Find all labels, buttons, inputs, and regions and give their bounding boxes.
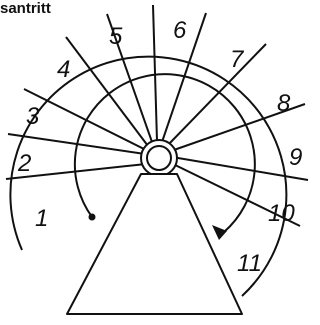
step-number: 3 bbox=[26, 103, 40, 130]
step-number: 1 bbox=[35, 205, 48, 232]
direction-arrowhead bbox=[212, 225, 227, 240]
step-number: 9 bbox=[289, 144, 302, 171]
step-number: 2 bbox=[17, 150, 31, 177]
tread-line bbox=[167, 44, 266, 146]
step-number: 6 bbox=[173, 17, 187, 44]
newel-post-inner bbox=[147, 146, 171, 170]
tread-line bbox=[172, 157, 308, 180]
start-dot bbox=[89, 214, 96, 221]
step-number: 10 bbox=[268, 200, 295, 227]
tread-line bbox=[153, 5, 157, 141]
landing bbox=[67, 174, 242, 314]
step-number: 5 bbox=[109, 23, 123, 50]
step-number: 7 bbox=[230, 46, 245, 73]
step-number: 8 bbox=[277, 90, 291, 117]
step-number: 11 bbox=[237, 250, 262, 277]
step-number: 4 bbox=[57, 56, 70, 83]
